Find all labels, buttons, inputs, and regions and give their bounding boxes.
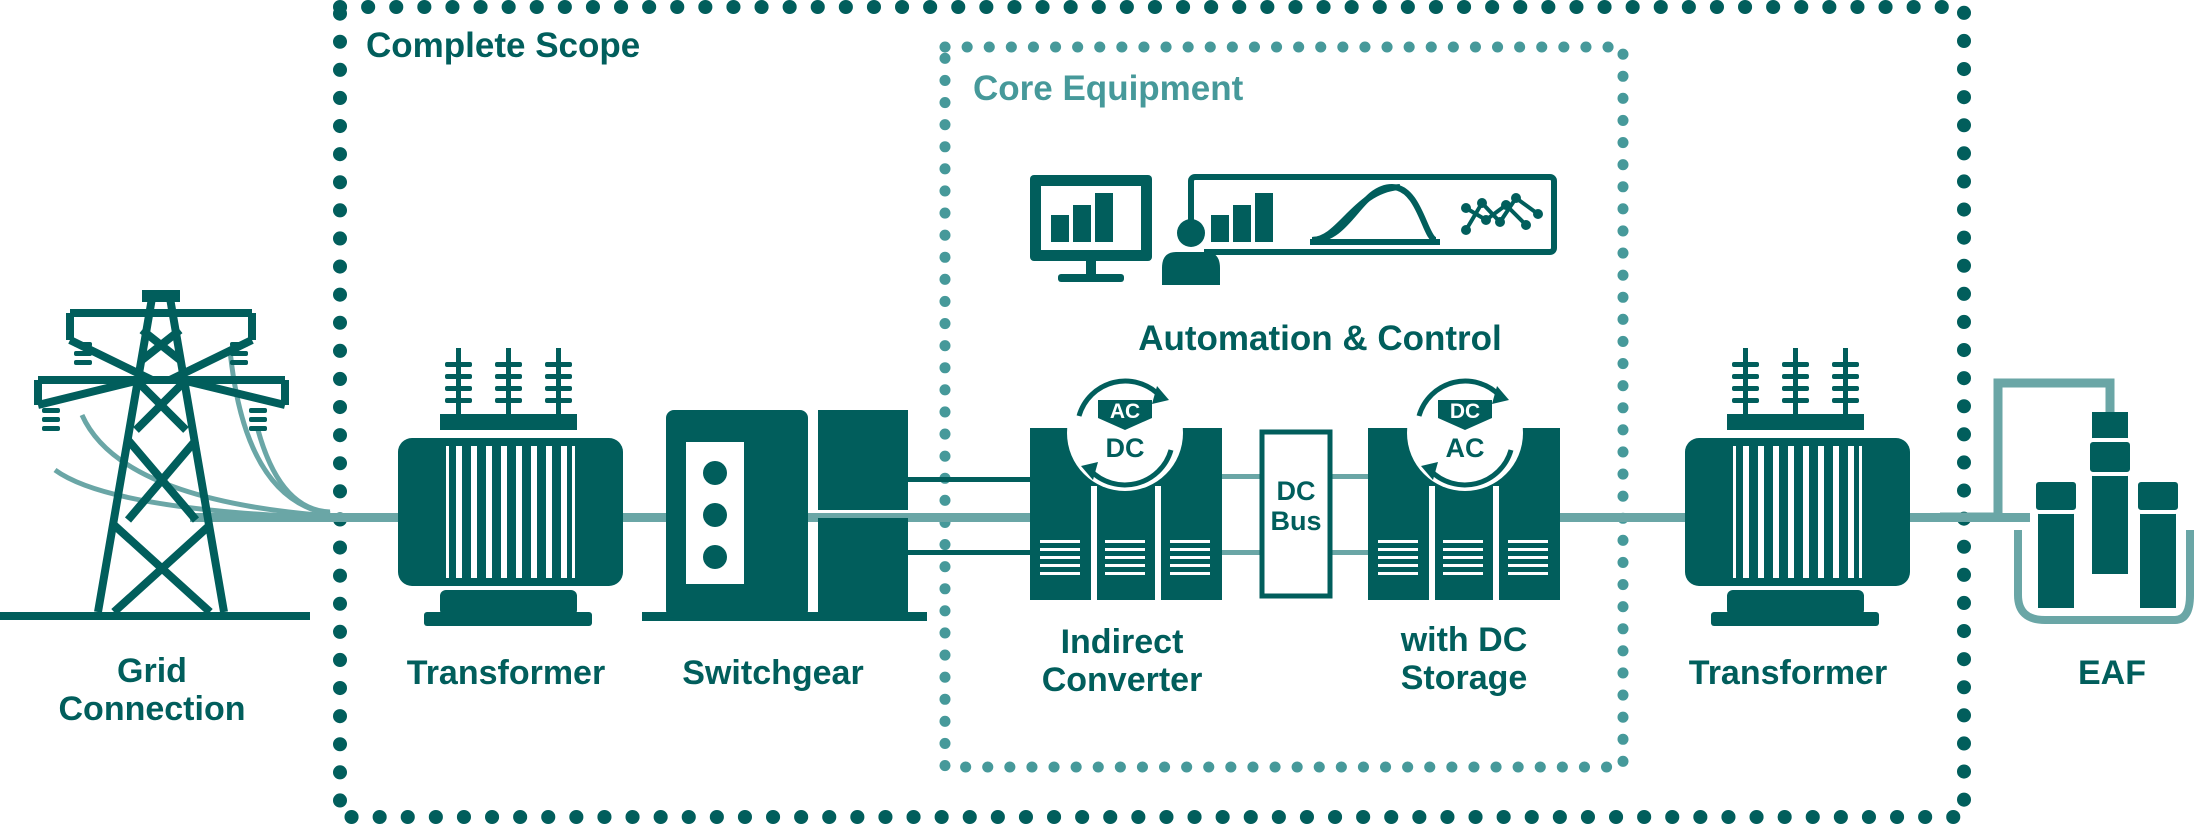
conversion-arrows-icon xyxy=(1407,375,1523,491)
converter-badge-ac: AC xyxy=(1109,400,1141,423)
automation-control-label: Automation & Control xyxy=(1138,319,1502,358)
switchgear-icon xyxy=(642,410,1032,621)
transformer-icon xyxy=(1685,348,1910,626)
transformer-icon xyxy=(398,348,623,626)
complete-scope-title: Complete Scope xyxy=(366,26,641,65)
grid-label-line-1: Grid xyxy=(117,652,187,690)
converter-label-line-1: Indirect xyxy=(1060,623,1184,661)
core-equipment-border xyxy=(939,41,1629,773)
transformer-out-label: Transformer xyxy=(1688,654,1888,692)
storage-label-line-2: Storage xyxy=(1400,659,1528,698)
dc-bus-label: DC Bus xyxy=(1270,476,1321,536)
switchgear-label: Switchgear xyxy=(682,654,864,692)
storage-badge-ac: AC xyxy=(1445,433,1485,463)
eaf-label: EAF xyxy=(2078,654,2146,692)
grid-label-line-2: Connection xyxy=(58,690,246,729)
electric-arc-furnace-icon xyxy=(2014,412,2194,624)
dc-storage-label: with DC Storage xyxy=(1401,621,1528,697)
dc-bus-line-1: DC xyxy=(1276,476,1316,506)
transmission-tower-icon xyxy=(0,290,331,620)
monitor-chart-icon xyxy=(1030,175,1152,282)
converter-badge-dc: DC xyxy=(1105,433,1145,463)
operator-icon xyxy=(1162,219,1220,285)
dc-bus-box xyxy=(1259,429,1333,599)
converter-label-line-2: Converter xyxy=(1041,661,1203,700)
core-equipment-title: Core Equipment xyxy=(973,69,1244,108)
transformer-in-label: Transformer xyxy=(406,654,606,692)
grid-connection-label: Grid Connection xyxy=(59,652,246,728)
analytics-panel-icon xyxy=(1188,174,1557,255)
dc-bus-line-2: Bus xyxy=(1270,506,1322,537)
storage-badge-dc: DC xyxy=(1449,400,1481,423)
conversion-arrows-icon xyxy=(1067,375,1183,491)
complete-scope-border xyxy=(333,0,1971,824)
indirect-converter-label: Indirect Converter xyxy=(1042,623,1203,699)
storage-label-line-1: with DC xyxy=(1400,621,1528,659)
